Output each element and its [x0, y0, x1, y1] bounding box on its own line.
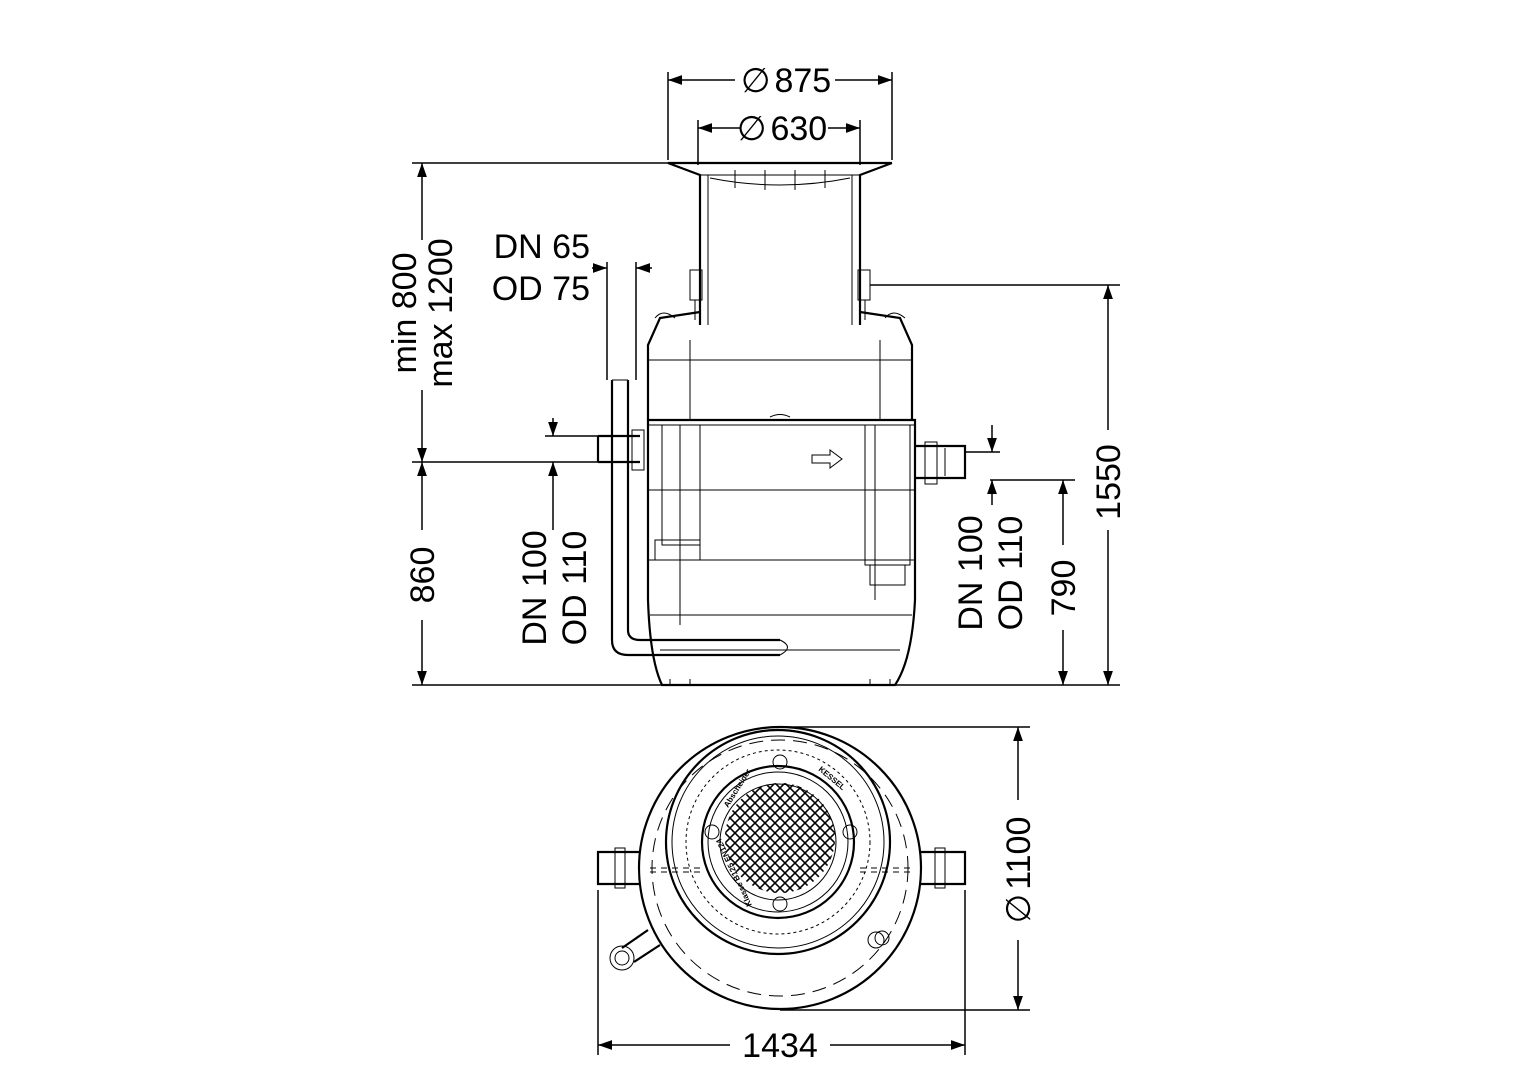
vent-dn-label: DN 65 [494, 228, 590, 266]
dim-min-800: min 800 [386, 253, 424, 374]
top-view: Abscheider KESSEL Klasse B125 EN124 [590, 725, 970, 1011]
grate-bar [809, 783, 835, 893]
side-dimensions: ∅875 ∅630 min 800 max 1200 860 1550 790 … [386, 62, 1128, 686]
side-view [596, 161, 967, 687]
grate-bar [759, 783, 835, 893]
grate-bar [739, 783, 835, 893]
dim-790: 790 [1045, 560, 1083, 617]
dim-860: 860 [404, 547, 442, 604]
dim-1550: 1550 [1090, 444, 1128, 520]
inlet-dn-label: DN 100 [516, 530, 554, 645]
outlet-od-label: OD 110 [992, 516, 1030, 631]
grate-bar [850, 778, 970, 898]
grate-bar [779, 783, 835, 893]
top-dimensions: ∅1100 1434 [597, 726, 1038, 1065]
dim-875: ∅875 [741, 62, 831, 100]
grate-bar [590, 778, 710, 898]
grate-bar [769, 783, 835, 893]
grate-bar [809, 783, 835, 893]
cover-grate [590, 778, 970, 898]
vent-od-label: OD 75 [492, 270, 590, 308]
inlet-od-label: OD 110 [556, 531, 594, 646]
outlet-dn-label: DN 100 [952, 515, 990, 630]
grate-bar [749, 783, 835, 893]
dim-1434: 1434 [742, 1027, 818, 1065]
cover-product-text: Abscheider [722, 767, 753, 809]
grate-bar [789, 783, 835, 893]
grate-bar [850, 778, 970, 898]
dim-max-1200: max 1200 [422, 238, 460, 387]
dim-630: ∅630 [737, 110, 827, 148]
grate-bar [789, 783, 835, 893]
grate-bar [779, 783, 835, 893]
dim-1100: ∅1100 [1000, 817, 1038, 924]
grate-bar [590, 778, 710, 898]
cover-class-text: Klasse B125 EN124 [714, 837, 754, 908]
